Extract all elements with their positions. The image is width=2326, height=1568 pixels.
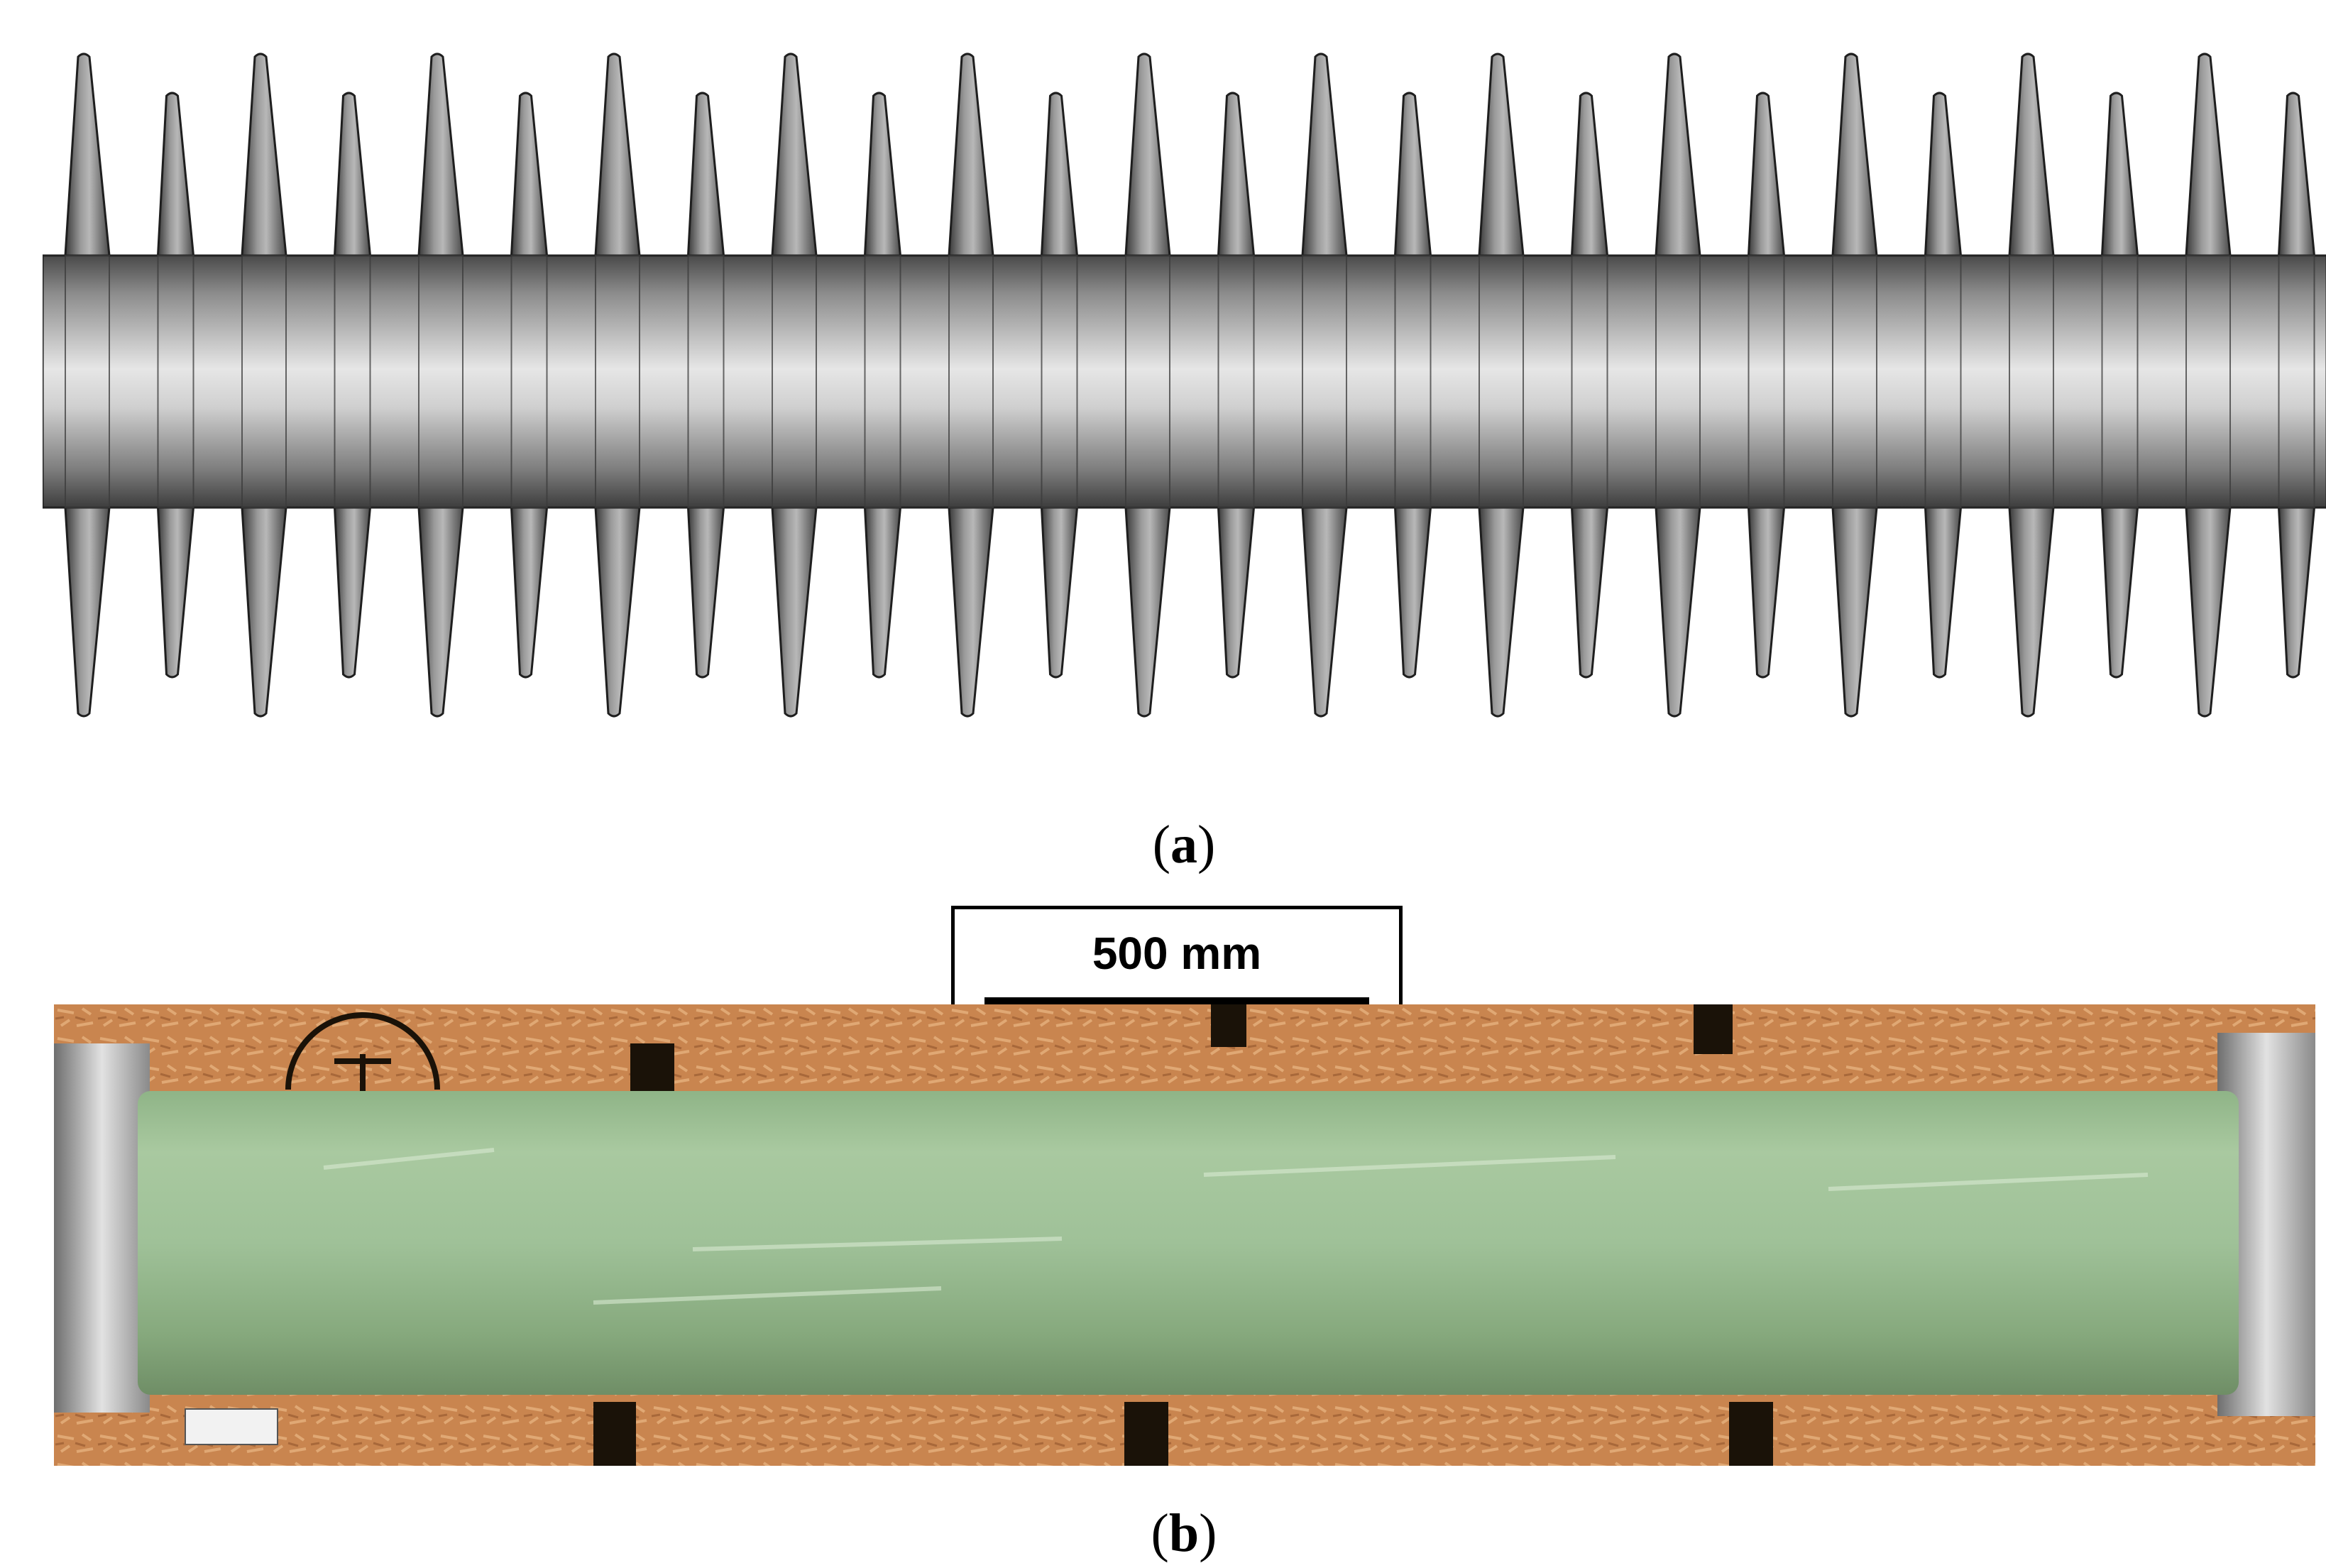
shed-root xyxy=(334,255,371,508)
shed-root xyxy=(241,255,287,508)
shed-root xyxy=(864,255,901,508)
shed-root xyxy=(2101,255,2139,508)
insulator-model-rendering xyxy=(43,53,2326,718)
insulator-core xyxy=(43,254,2326,509)
tube-label-sticker xyxy=(185,1408,278,1445)
shed-root xyxy=(1041,255,1078,508)
shed-root xyxy=(2278,255,2315,508)
insulator-sheds xyxy=(64,53,2315,718)
shed-root xyxy=(2185,255,2231,508)
shed-root xyxy=(1655,255,1701,508)
shed-root xyxy=(1125,255,1170,508)
caption-letter-a: a xyxy=(1170,815,1197,875)
caption-letter-b: b xyxy=(1168,1503,1200,1563)
shed-root xyxy=(1479,255,1524,508)
shed-root xyxy=(1302,255,1347,508)
shed-root xyxy=(1571,255,1608,508)
composite-tube-photo xyxy=(54,1004,2315,1466)
caption-panel-b: (b) xyxy=(1151,1503,1217,1563)
shed-root xyxy=(1217,255,1255,508)
shed-root xyxy=(2009,255,2054,508)
left-flange xyxy=(54,1043,150,1413)
insulator-shed-faces xyxy=(65,255,2315,508)
shed-root xyxy=(510,255,548,508)
shed-root xyxy=(157,255,194,508)
shed-root xyxy=(1394,255,1432,508)
shed-root xyxy=(418,255,463,508)
shed-root xyxy=(595,255,640,508)
caption-panel-a: (a) xyxy=(1152,815,1216,875)
tube-surface-highlights xyxy=(323,1148,2149,1305)
shed-root xyxy=(687,255,725,508)
shed-root xyxy=(948,255,994,508)
green-composite-tube xyxy=(138,1091,2239,1395)
shed-root xyxy=(1924,255,1962,508)
scale-bar-label: 500 mm xyxy=(1092,928,1262,979)
shed-root xyxy=(1748,255,1785,508)
shed-root xyxy=(1832,255,1877,508)
shed-root xyxy=(65,255,110,508)
shed-root xyxy=(772,255,817,508)
